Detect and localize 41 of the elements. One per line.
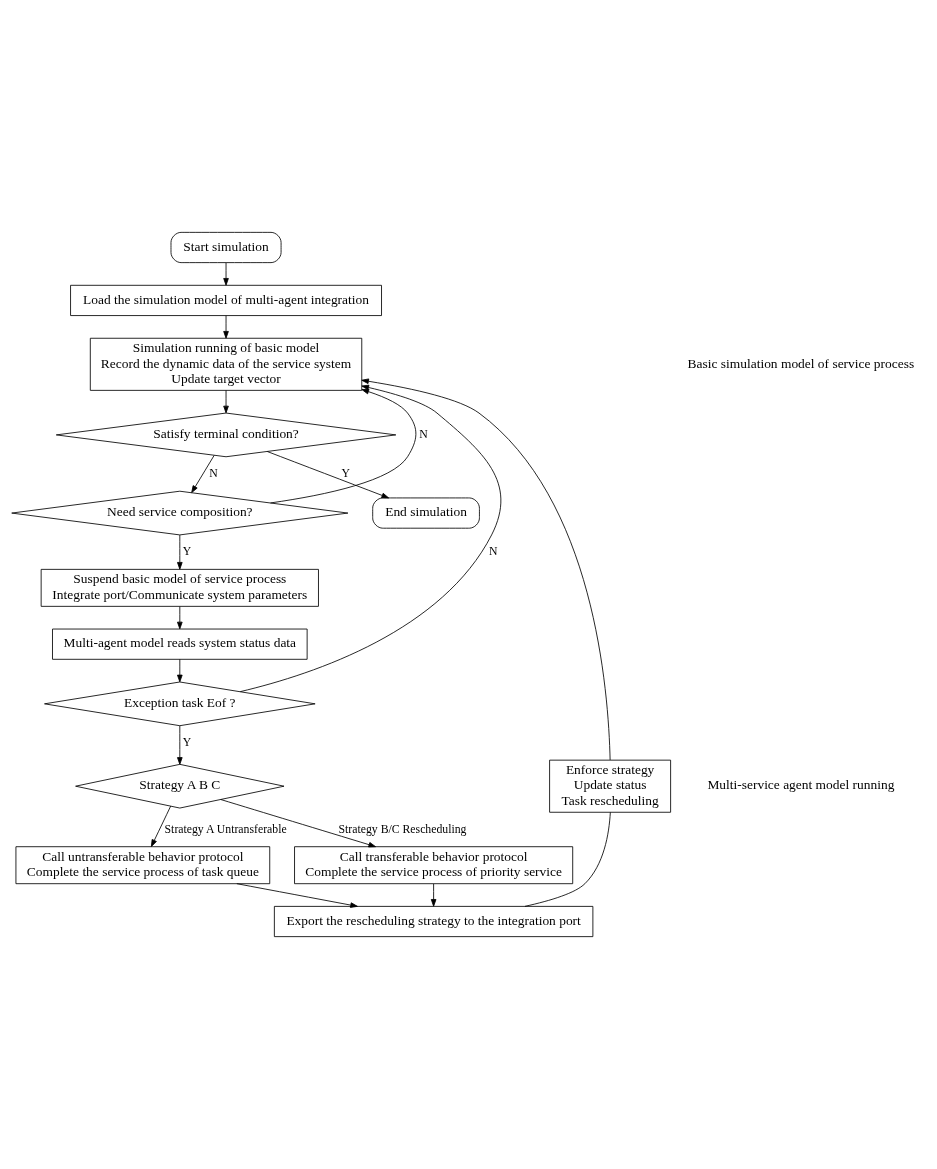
arrow: [361, 378, 611, 761]
arrow: [177, 606, 183, 630]
edge-label: N: [209, 467, 218, 481]
arrow: [266, 451, 390, 499]
arrow: [236, 883, 358, 908]
node-box: Load the simulation model of multi-agent integration: [70, 284, 382, 316]
edge-label: Strategy B/C Rescheduling: [338, 822, 467, 836]
label: Basic simulation model of service process: [687, 355, 915, 371]
node-box: Simulation running of basic model Record the dynamic data of the service system Update target vector: [89, 337, 363, 391]
node-box: Export the rescheduling strategy to the integration port: [273, 905, 594, 938]
node-diamond: Satisfy terminal condition?: [55, 412, 397, 458]
arrow: [177, 725, 183, 765]
arrow: [223, 262, 229, 286]
edge-label: Y: [341, 467, 351, 481]
node-box: Enforce strategy Update status Task rescheduling: [549, 759, 672, 813]
node-box: End simulation: [372, 497, 480, 529]
arrow: [177, 534, 183, 570]
edge-label: Y: [182, 545, 192, 559]
edge-label: N: [419, 428, 428, 442]
arrow: [223, 315, 229, 339]
arrow: [223, 390, 229, 414]
edge-label: Y: [182, 736, 192, 750]
node-box: Call transferable behavior protocol Complete the service process of priority service: [294, 846, 574, 885]
connector: [524, 811, 611, 907]
node-diamond: Strategy A B C: [75, 763, 285, 809]
label: Multi-service agent model running: [707, 777, 895, 793]
edge-label: N: [489, 545, 498, 559]
node-box: Multi-agent model reads system status data: [52, 628, 308, 660]
arrow: [177, 658, 183, 683]
arrow: [220, 799, 376, 848]
arrow: [270, 388, 417, 504]
node-box: Suspend basic model of service process Integrate port/Communicate system parameters: [40, 568, 319, 607]
arrow: [191, 455, 215, 493]
arrow: [430, 883, 437, 907]
node-box: Call untransferable behavior protocol Complete the service process of task queue: [15, 846, 271, 885]
arrow: [150, 805, 172, 847]
node-diamond: Need service composition?: [11, 490, 349, 536]
edge-label: Strategy A Untransferable: [164, 822, 287, 836]
node-box: Start simulation: [170, 231, 282, 264]
arrow: [239, 384, 502, 693]
node-diamond: Exception task Eof ?: [44, 681, 316, 727]
